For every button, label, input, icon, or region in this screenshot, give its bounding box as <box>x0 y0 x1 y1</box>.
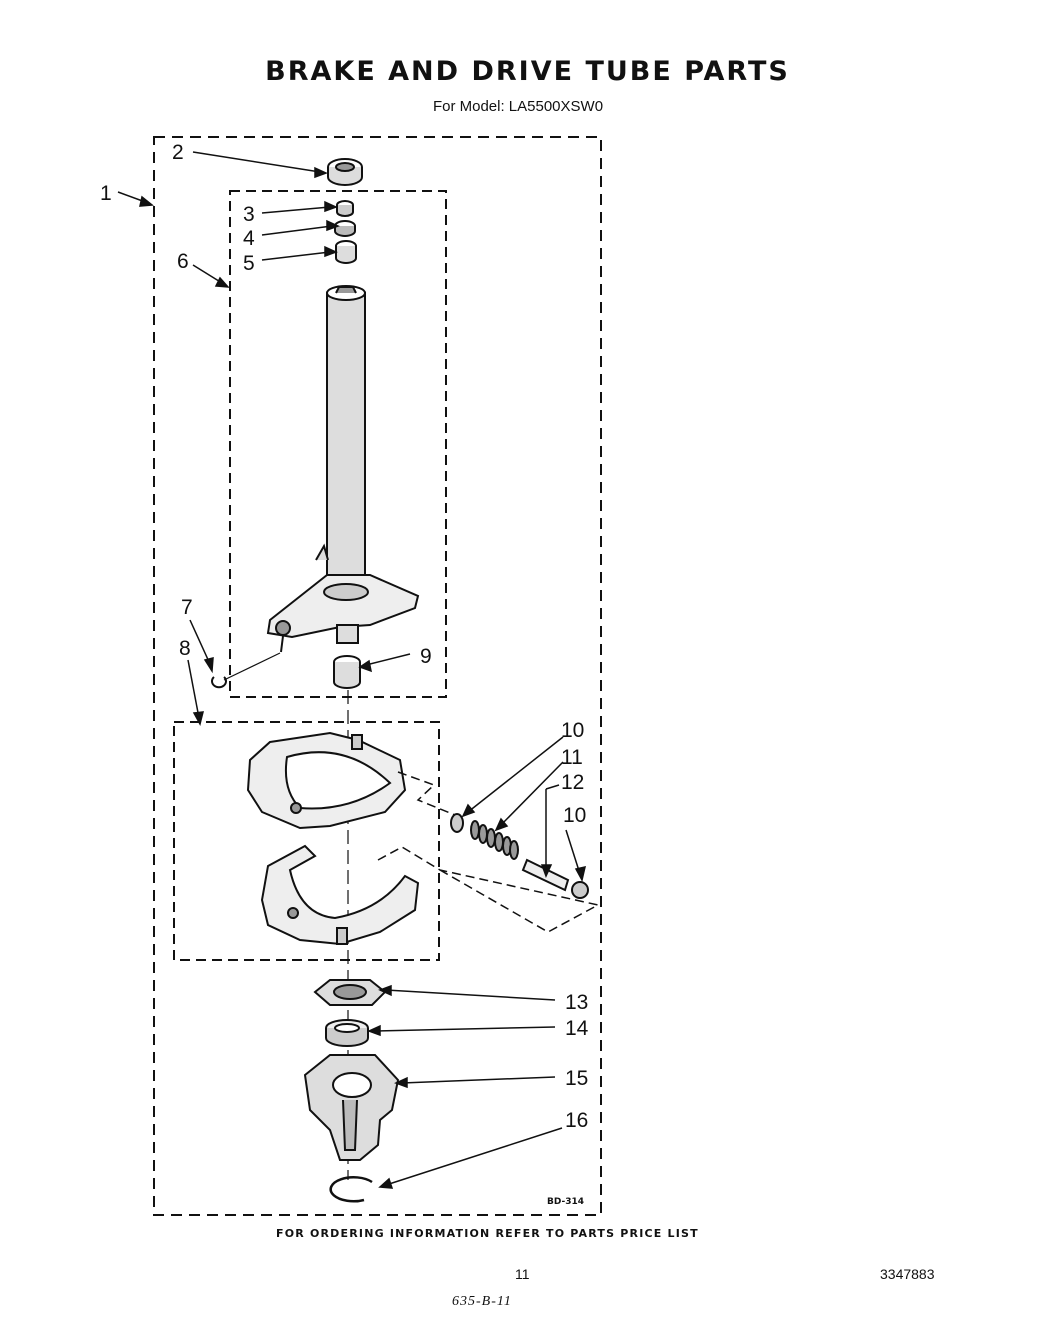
brake-shoe-lower <box>260 844 420 946</box>
leader-arrows <box>117 151 586 1189</box>
part-2-seal <box>327 158 363 186</box>
part-4-washer <box>334 220 356 237</box>
part-16-snap-ring <box>329 1176 373 1203</box>
callout-9: 9 <box>420 645 432 668</box>
part-11-spring <box>470 820 519 860</box>
callout-2: 2 <box>172 141 184 164</box>
callout-8: 8 <box>179 637 191 660</box>
part-13-flange <box>313 979 387 1006</box>
callout-12: 12 <box>561 771 584 794</box>
document-number: 3347883 <box>880 1266 935 1282</box>
part-9-bushing <box>333 655 361 689</box>
callout-15: 15 <box>565 1067 588 1090</box>
callout-4: 4 <box>243 227 255 250</box>
callout-3: 3 <box>243 203 255 226</box>
callout-13: 13 <box>565 991 588 1014</box>
part-15-drive-block <box>303 1054 400 1161</box>
ordering-note: FOR ORDERING INFORMATION REFER TO PARTS … <box>276 1227 699 1240</box>
part-5-bushing <box>335 240 357 264</box>
callout-11: 11 <box>561 746 583 769</box>
page-title: BRAKE AND DRIVE TUBE PARTS <box>265 56 790 87</box>
part-3-ring <box>336 200 354 217</box>
callout-10-bottom: 10 <box>563 804 586 827</box>
part-10-plug <box>450 813 464 833</box>
callout-10-top: 10 <box>561 719 584 742</box>
callout-1: 1 <box>100 182 112 205</box>
handwritten-note: 635-B-11 <box>452 1294 512 1309</box>
model-subtitle: For Model: LA5500XSW0 <box>432 98 604 115</box>
assembly-outline-box <box>153 136 602 1216</box>
brake-shoe-upper <box>246 731 407 830</box>
callout-14: 14 <box>565 1017 589 1040</box>
brake-box <box>173 721 440 961</box>
part-6-drive-tube <box>266 285 420 653</box>
part-10-end-plug <box>571 881 589 899</box>
callout-6: 6 <box>177 250 189 273</box>
drive-tube-box <box>229 190 447 698</box>
part-14-nut <box>325 1019 369 1047</box>
part-7-clip <box>211 652 281 689</box>
callout-7: 7 <box>181 596 193 619</box>
diagram-code: BD-314 <box>547 1197 585 1207</box>
callout-16: 16 <box>565 1109 588 1132</box>
callout-5: 5 <box>243 252 255 275</box>
page-number: 11 <box>515 1266 530 1282</box>
